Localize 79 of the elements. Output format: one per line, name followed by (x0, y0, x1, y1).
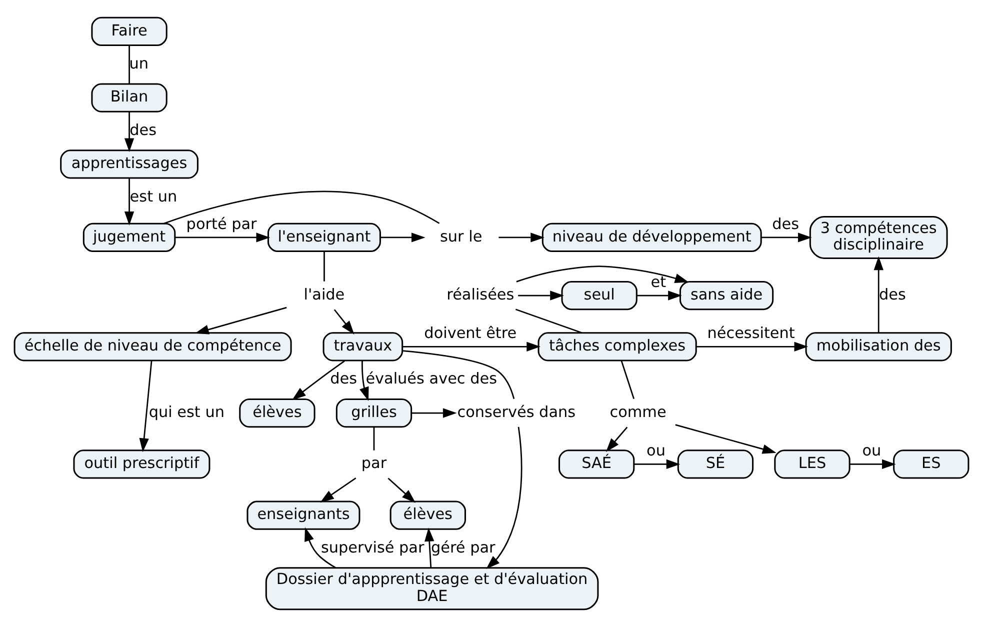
node-box: seul (560, 280, 637, 310)
node-box: mobilisation des (804, 332, 952, 361)
edge-label: ou (862, 441, 881, 460)
arrow (518, 290, 564, 300)
node-text: réalisées (446, 284, 514, 303)
arrow (424, 527, 434, 568)
edge-label: des (129, 120, 156, 138)
edge-label: un (128, 54, 148, 72)
arrow (387, 477, 416, 502)
edge-label: est un (129, 186, 177, 205)
arrow (516, 265, 688, 283)
node-box: tâches complexes (537, 332, 696, 361)
node-box: travaux (322, 332, 403, 361)
arrow (333, 308, 354, 334)
arrow (359, 360, 368, 400)
arrow (194, 306, 286, 334)
node-box: grilles (335, 398, 412, 428)
arrow (486, 426, 522, 568)
node-box: SAÉ (558, 449, 634, 478)
arrow (380, 232, 425, 242)
connector (514, 308, 582, 333)
edge-label: évalués avec des (365, 369, 497, 388)
edge-label: supervisé par (320, 538, 424, 556)
edge-label: ou (646, 441, 665, 460)
node-box: LES (774, 449, 850, 478)
connector (128, 45, 130, 84)
arrow (411, 408, 456, 418)
node-box: niveau de développement (541, 222, 762, 252)
arrow (498, 232, 544, 242)
node-box: 3 compétences disciplinaire (808, 215, 948, 258)
node-text: sur le (439, 226, 482, 245)
arrow (636, 290, 682, 300)
node-box: SÉ (676, 449, 754, 478)
edge-label: qui est un (148, 402, 224, 420)
node-box: enseignants (246, 500, 360, 530)
edge-label: des (878, 284, 906, 303)
node-text: par (360, 454, 386, 472)
connector (620, 360, 634, 399)
node-box: échelle de niveau de compétence (13, 332, 292, 361)
arrow (696, 341, 808, 352)
arrow (124, 112, 134, 152)
node-text: comme (609, 402, 666, 420)
arrow (320, 476, 356, 502)
edge-label: doivent être (424, 324, 516, 342)
edge-label: géré par (430, 538, 495, 556)
arrow (634, 458, 680, 469)
arrow (292, 360, 344, 400)
node-box: Bilan (90, 82, 167, 112)
arrow (849, 458, 896, 469)
connector (372, 426, 374, 450)
node-box: outil prescriptif (72, 449, 210, 478)
arrow (304, 526, 336, 568)
edge-label: des (772, 214, 799, 232)
connector (162, 190, 440, 224)
arrow (873, 256, 883, 332)
arrow (760, 232, 812, 242)
node-box: Dossier d'appprentissage et d'évaluation DAE (264, 566, 598, 610)
node-box: élèves (389, 500, 466, 530)
node-box: ES (892, 449, 969, 478)
edge-label: des (330, 369, 357, 388)
edge-label: porté par (186, 214, 256, 232)
arrow (138, 360, 152, 452)
arrow (674, 424, 776, 454)
arrow (605, 426, 628, 452)
node-box: Faire (90, 16, 167, 46)
node-box: l'enseignant (266, 222, 380, 252)
edge-label: nécessitent (706, 324, 794, 342)
arrow (174, 232, 270, 242)
connector (323, 251, 324, 281)
node-box: apprentissages (60, 149, 198, 178)
node-box: jugement (82, 222, 176, 252)
node-box: élèves (238, 398, 315, 428)
arrow (124, 178, 134, 225)
edge-label: et (650, 272, 666, 290)
node-text: l'aide (303, 284, 344, 303)
arrow (402, 341, 540, 352)
node-text: conservés dans (456, 402, 576, 420)
connector (402, 350, 514, 399)
node-box: sans aide (678, 280, 774, 310)
